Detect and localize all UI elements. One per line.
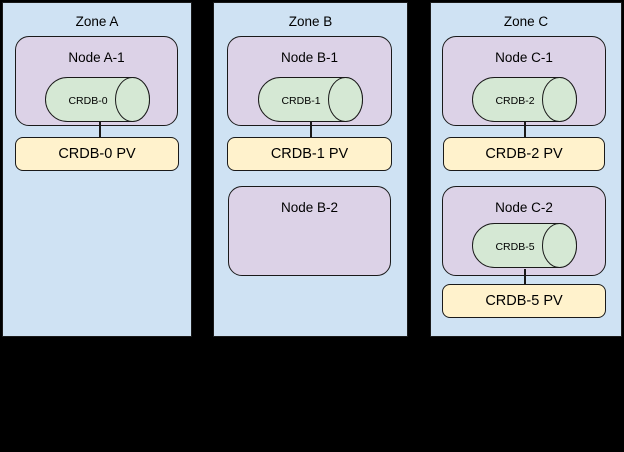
database-cylinder-crdb-5: CRDB-5 xyxy=(472,223,577,268)
pv-crdb-0: CRDB-0 PV xyxy=(15,137,179,171)
node-b-1-label: Node B-1 xyxy=(280,50,339,65)
node-b-2: Node B-2 xyxy=(228,186,391,276)
crdb-0-label: CRDB-0 xyxy=(68,95,107,107)
database-cylinder-crdb-1: CRDB-1 xyxy=(258,77,363,122)
connector-line xyxy=(524,121,526,138)
zone-a: Zone A Node A-1 CRDB-0 CRDB-0 PV xyxy=(2,2,192,337)
zone-a-label: Zone A xyxy=(75,14,119,29)
connector-line xyxy=(310,121,312,138)
pv-crdb-1: CRDB-1 PV xyxy=(227,137,392,171)
database-cylinder-crdb-2: CRDB-2 xyxy=(472,77,577,122)
crdb-2-label: CRDB-2 xyxy=(495,95,534,107)
zone-b-label: Zone B xyxy=(288,14,333,29)
pv-crdb-2: CRDB-2 PV xyxy=(443,137,605,171)
node-c-2-label: Node C-2 xyxy=(495,200,553,215)
crdb-1-label: CRDB-1 xyxy=(281,95,320,107)
connector-line xyxy=(99,121,101,138)
database-cylinder-crdb-0: CRDB-0 xyxy=(45,77,150,122)
node-b-2-label: Node B-2 xyxy=(280,200,339,215)
connector-line xyxy=(524,269,526,285)
zone-b: Zone B Node B-1 CRDB-1 CRDB-1 PV Node B-… xyxy=(213,2,408,337)
pv-crdb-5: CRDB-5 PV xyxy=(442,284,606,318)
node-a-1-label: Node A-1 xyxy=(68,50,125,65)
zone-c: Zone C Node C-1 CRDB-2 CRDB-2 PV Node C-… xyxy=(430,2,622,337)
crdb-5-label: CRDB-5 xyxy=(495,241,534,253)
zone-c-label: Zone C xyxy=(503,14,549,29)
node-c-1-label: Node C-1 xyxy=(495,50,553,65)
